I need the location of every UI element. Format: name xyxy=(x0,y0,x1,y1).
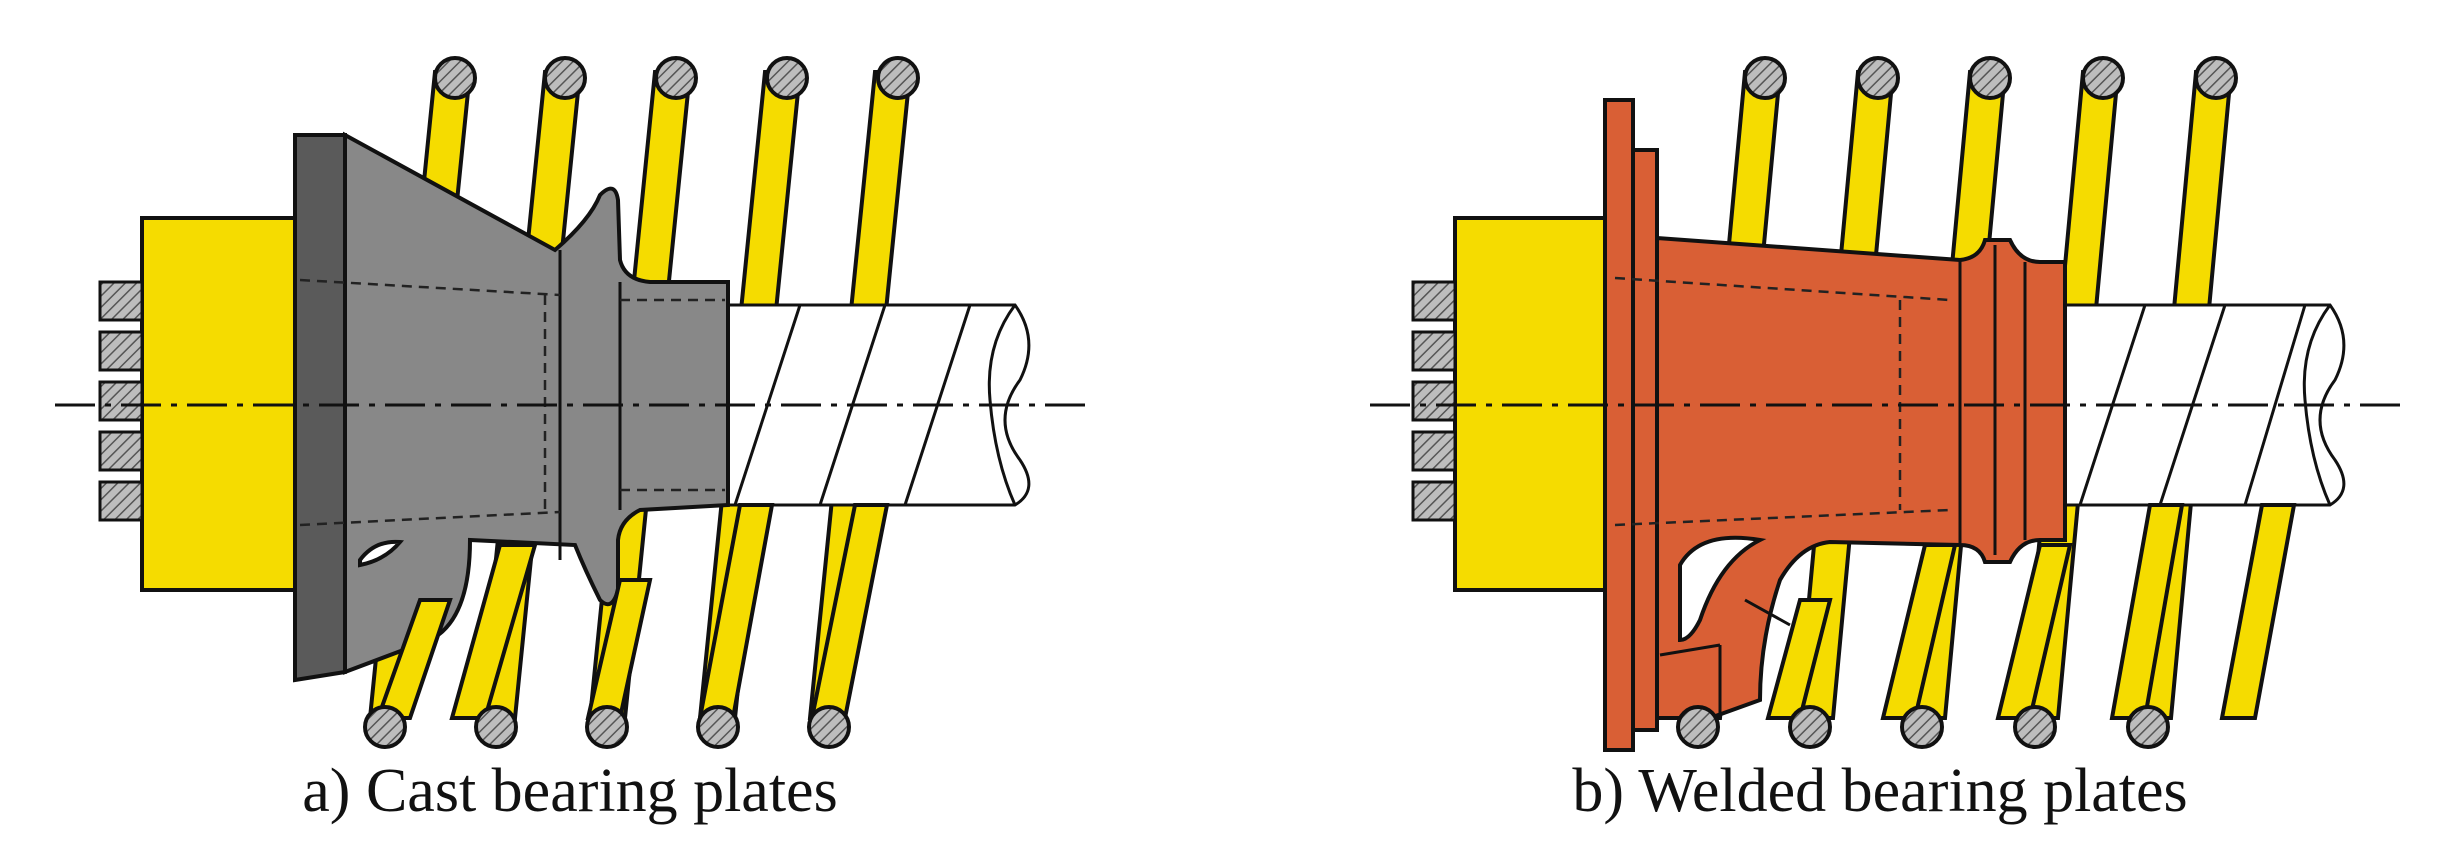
wedges-b xyxy=(1411,280,1457,522)
caption-cast-bearing-plates: a) Cast bearing plates xyxy=(302,757,838,825)
wedges xyxy=(98,280,144,522)
panel-a-cast-bearing-plates xyxy=(55,56,1085,749)
welded-bearing-plate xyxy=(1603,98,2067,752)
caption-welded-bearing-plates: b) Welded bearing plates xyxy=(1572,757,2188,825)
spiral-top-ends-b xyxy=(1743,56,2238,100)
panel-b-welded-bearing-plates xyxy=(1370,56,2405,752)
spiral-top-ends xyxy=(433,56,920,100)
spiral-bottom-ends xyxy=(363,705,851,749)
spiral-bottom-ends-b xyxy=(1676,705,2170,749)
spiral-reinforcement-front xyxy=(375,503,890,720)
